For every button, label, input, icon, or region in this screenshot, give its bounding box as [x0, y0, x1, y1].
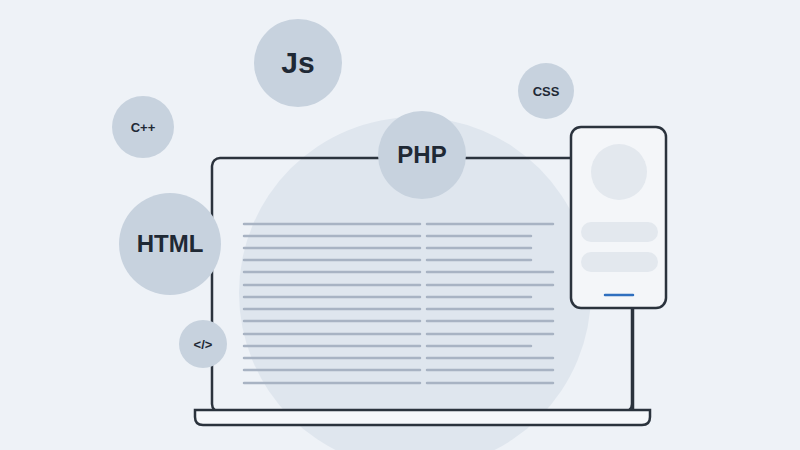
language-label: CSS — [533, 85, 560, 98]
language-bubble: HTML — [119, 193, 221, 295]
phone-field — [581, 252, 658, 272]
laptop-base — [195, 410, 650, 425]
phone — [571, 127, 666, 308]
language-bubble: PHP — [378, 111, 466, 199]
language-bubble: Js — [254, 19, 342, 107]
phone-indicator — [605, 294, 633, 297]
bubble-fill — [179, 320, 227, 368]
phone-field — [581, 222, 658, 242]
text-lines — [244, 224, 553, 383]
language-label: C++ — [131, 121, 156, 134]
language-label: HTML — [137, 232, 204, 256]
avatar-circle — [591, 144, 647, 200]
language-label: PHP — [397, 143, 446, 167]
language-label: </> — [194, 338, 213, 351]
language-bubble: C++ — [112, 96, 174, 158]
bubble-fill — [254, 19, 342, 107]
bubble-fill — [518, 63, 574, 119]
bubble-fill — [112, 96, 174, 158]
phone-stand — [632, 308, 635, 410]
language-bubble: CSS — [518, 63, 574, 119]
language-label: Js — [281, 48, 314, 78]
backdrop-circle — [239, 117, 591, 450]
bubble-fill — [378, 111, 466, 199]
bubble-fill — [119, 193, 221, 295]
language-bubble: </> — [179, 320, 227, 368]
